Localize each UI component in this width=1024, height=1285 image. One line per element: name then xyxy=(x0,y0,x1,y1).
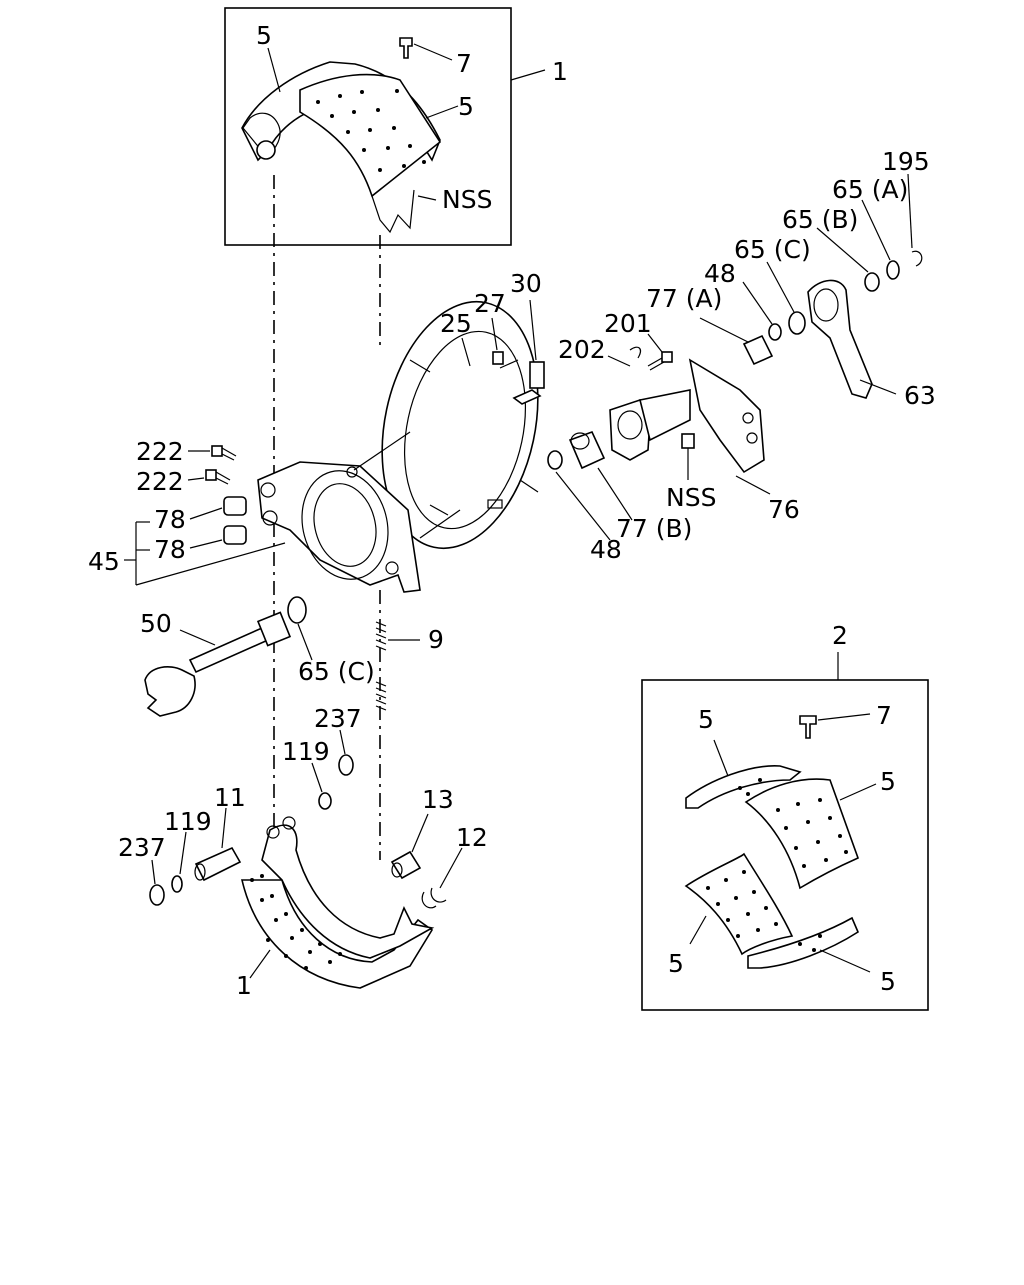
callout-201: 201 xyxy=(604,309,652,338)
cam-roller-13 xyxy=(390,850,422,880)
callout-upper-rivet-7: 7 xyxy=(456,49,472,78)
washer-65b xyxy=(864,272,880,292)
bolt-222-lower xyxy=(205,469,231,485)
part-27 xyxy=(492,351,504,365)
callout-65b: 65 (B) xyxy=(782,205,858,234)
callout-195: 195 xyxy=(882,147,930,176)
callout-50: 50 xyxy=(140,609,172,638)
callout-77a: 77 (A) xyxy=(646,284,722,313)
snap-ring-195 xyxy=(911,250,923,267)
callout-kit-lining-5d: 5 xyxy=(880,967,896,996)
callout-65a: 65 (A) xyxy=(832,175,908,204)
bolt-201 xyxy=(647,351,673,371)
spider-anchor-plate xyxy=(257,431,461,593)
callout-30: 30 xyxy=(510,269,542,298)
callout-kit-2: 2 xyxy=(832,621,848,650)
callout-63: 63 xyxy=(904,381,936,410)
callout-27: 27 xyxy=(474,289,506,318)
callout-77b: 77 (B) xyxy=(616,514,692,543)
callout-78b: 78 xyxy=(154,535,186,564)
bolt-30 xyxy=(512,299,545,405)
callout-48-top: 48 xyxy=(704,259,736,288)
washer-48-lower xyxy=(547,450,563,470)
snap-ring-237-top xyxy=(338,754,354,776)
callout-nss-mid: NSS xyxy=(666,483,716,512)
callout-45: 45 xyxy=(88,547,120,576)
washer-65c-mid xyxy=(287,596,307,624)
callout-65c-top: 65 (C) xyxy=(734,235,811,264)
callout-25: 25 xyxy=(440,309,472,338)
lower-shoe-1 xyxy=(240,816,435,989)
callout-119-left: 119 xyxy=(164,807,212,836)
callout-76: 76 xyxy=(768,495,800,524)
callout-78a: 78 xyxy=(154,505,186,534)
callout-kit-lining-5b: 5 xyxy=(880,767,896,796)
callout-13: 13 xyxy=(422,785,454,814)
bolt-nss-mid xyxy=(681,433,695,480)
washer-65a xyxy=(886,260,900,280)
washer-119-top xyxy=(318,792,332,810)
bushing-78-upper xyxy=(223,496,247,516)
callout-119-top: 119 xyxy=(282,737,330,766)
bushing-77a xyxy=(742,334,774,366)
slack-adjuster-63 xyxy=(807,279,873,399)
callout-48-bottom: 48 xyxy=(590,535,622,564)
callout-237-top: 237 xyxy=(314,704,362,733)
bolt-222-upper xyxy=(211,445,237,461)
washer-65c-top xyxy=(788,311,806,335)
callout-upper-lining-5b: 5 xyxy=(458,92,474,121)
callout-assy-lower-1: 1 xyxy=(236,971,252,1000)
part-202 xyxy=(629,346,642,359)
callout-upper-nss: NSS xyxy=(442,185,492,214)
callout-222a: 222 xyxy=(136,437,184,466)
washer-48-top xyxy=(768,323,782,341)
callout-237-left: 237 xyxy=(118,833,166,862)
washer-119-left xyxy=(171,875,183,893)
callout-202: 202 xyxy=(558,335,606,364)
spring-9 xyxy=(375,621,420,711)
upper-shoe-inset xyxy=(224,7,546,246)
callout-12: 12 xyxy=(456,823,488,852)
callout-upper-lining-5a: 5 xyxy=(256,21,272,50)
anchor-pin-11 xyxy=(194,846,242,882)
callout-kit-lining-5c: 5 xyxy=(668,949,684,978)
callout-11: 11 xyxy=(214,783,246,812)
retainer-clip-12 xyxy=(421,887,447,909)
callout-65c-mid: 65 (C) xyxy=(298,657,375,686)
callout-assy-upper-1: 1 xyxy=(552,57,568,86)
bushing-77b xyxy=(568,430,606,470)
callout-kit-lining-5a: 5 xyxy=(698,705,714,734)
snap-ring-237-left xyxy=(149,884,165,906)
callout-9: 9 xyxy=(428,625,444,654)
chamber-bracket-76 xyxy=(609,358,765,474)
camshaft-50 xyxy=(144,611,292,717)
lining-kit-inset xyxy=(641,652,929,1011)
bushing-78-lower xyxy=(223,525,247,545)
callout-222b: 222 xyxy=(136,467,184,496)
callout-kit-rivet-7: 7 xyxy=(876,701,892,730)
